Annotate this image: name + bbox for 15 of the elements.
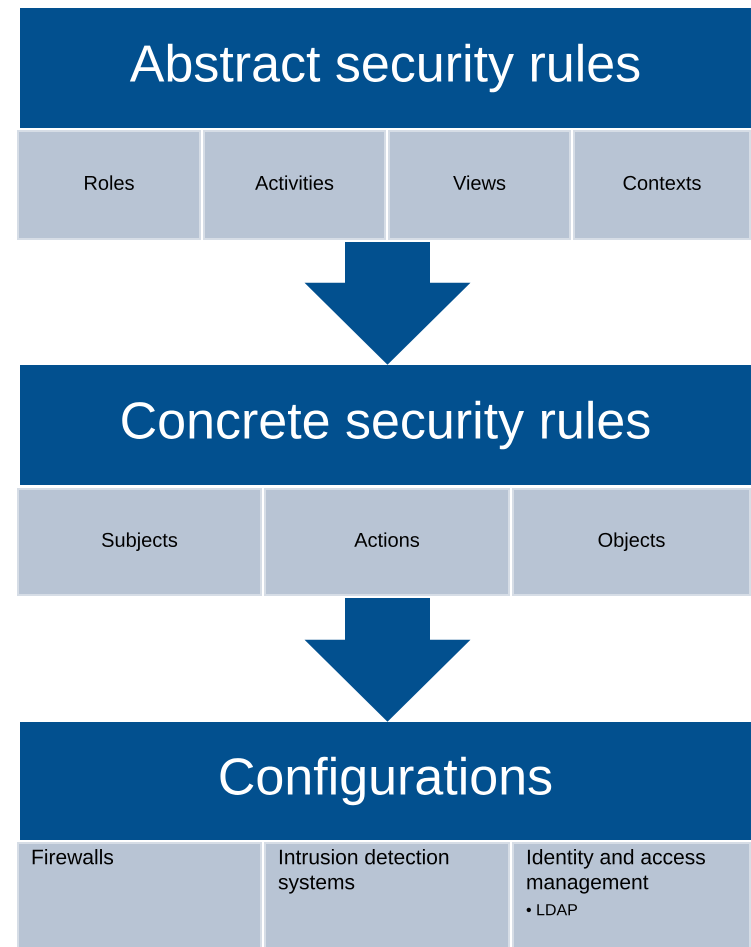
category-cell: Activities: [203, 130, 386, 240]
category-cell: Roles: [17, 130, 201, 240]
heading-band: Abstract security rules: [20, 8, 751, 128]
category-cell: Identity and access management • LDAP: [512, 842, 751, 947]
category-cell: Views: [388, 130, 571, 240]
category-cell: Objects: [512, 488, 751, 596]
arrow: [304, 242, 470, 365]
category-cell: Actions: [264, 488, 510, 596]
category-cell: Contexts: [573, 130, 751, 240]
category-cell: Firewalls: [17, 842, 262, 947]
category-cell: Intrusion detection systems: [264, 842, 510, 947]
heading-band: Configurations: [20, 722, 751, 840]
category-cell: Subjects: [17, 488, 262, 596]
heading-band: Concrete security rules: [20, 365, 751, 485]
arrow: [304, 598, 470, 722]
